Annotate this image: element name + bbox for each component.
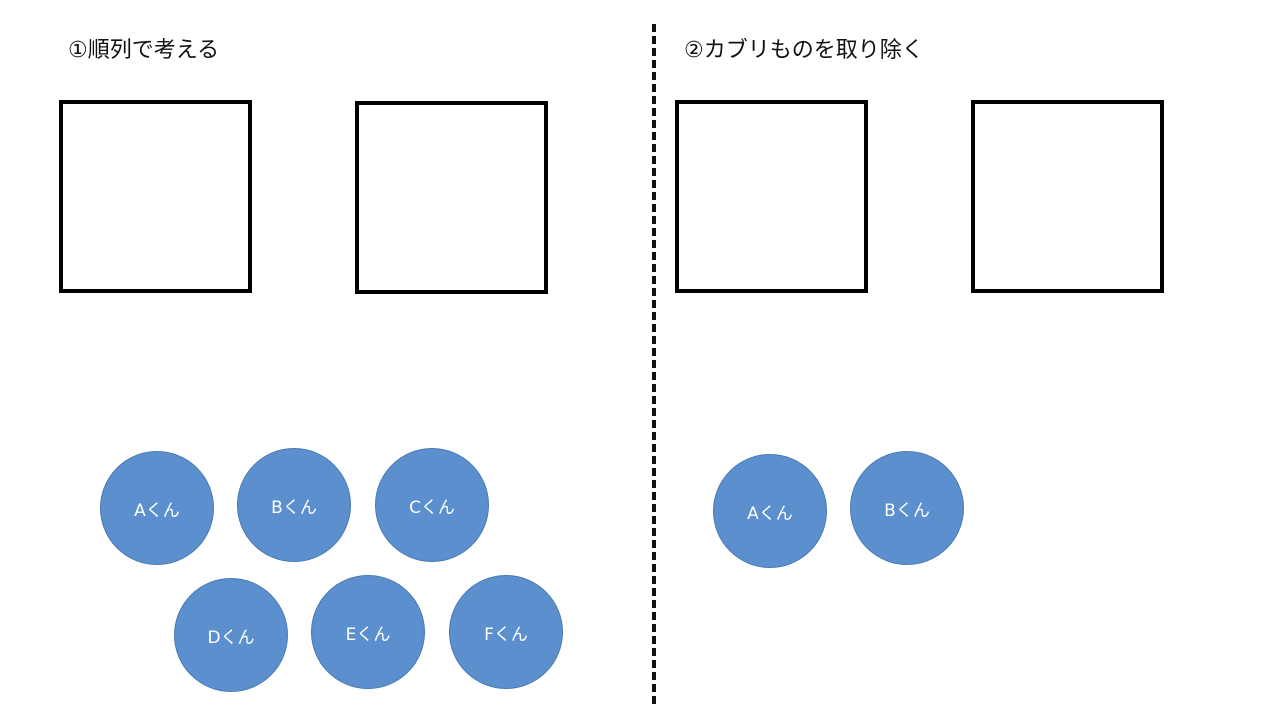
- person-d-circle: Dくん: [174, 578, 288, 692]
- right-slot-2: [971, 100, 1164, 293]
- dashed-divider: [652, 24, 656, 704]
- person-a-circle: Aくん: [100, 451, 214, 565]
- right-slot-1: [675, 100, 868, 293]
- right-panel-title: ②カブリものを取り除く: [684, 38, 924, 63]
- left-panel-title: ①順列で考える: [68, 38, 220, 63]
- right-person-a-circle: Aくん: [713, 454, 827, 568]
- right-person-b-circle: Bくん: [850, 451, 964, 565]
- person-e-circle: Eくん: [311, 575, 425, 689]
- person-b-circle: Bくん: [237, 448, 351, 562]
- person-c-circle: Cくん: [375, 448, 489, 562]
- left-slot-2: [355, 101, 548, 294]
- left-slot-1: [59, 100, 252, 293]
- person-f-circle: Fくん: [449, 575, 563, 689]
